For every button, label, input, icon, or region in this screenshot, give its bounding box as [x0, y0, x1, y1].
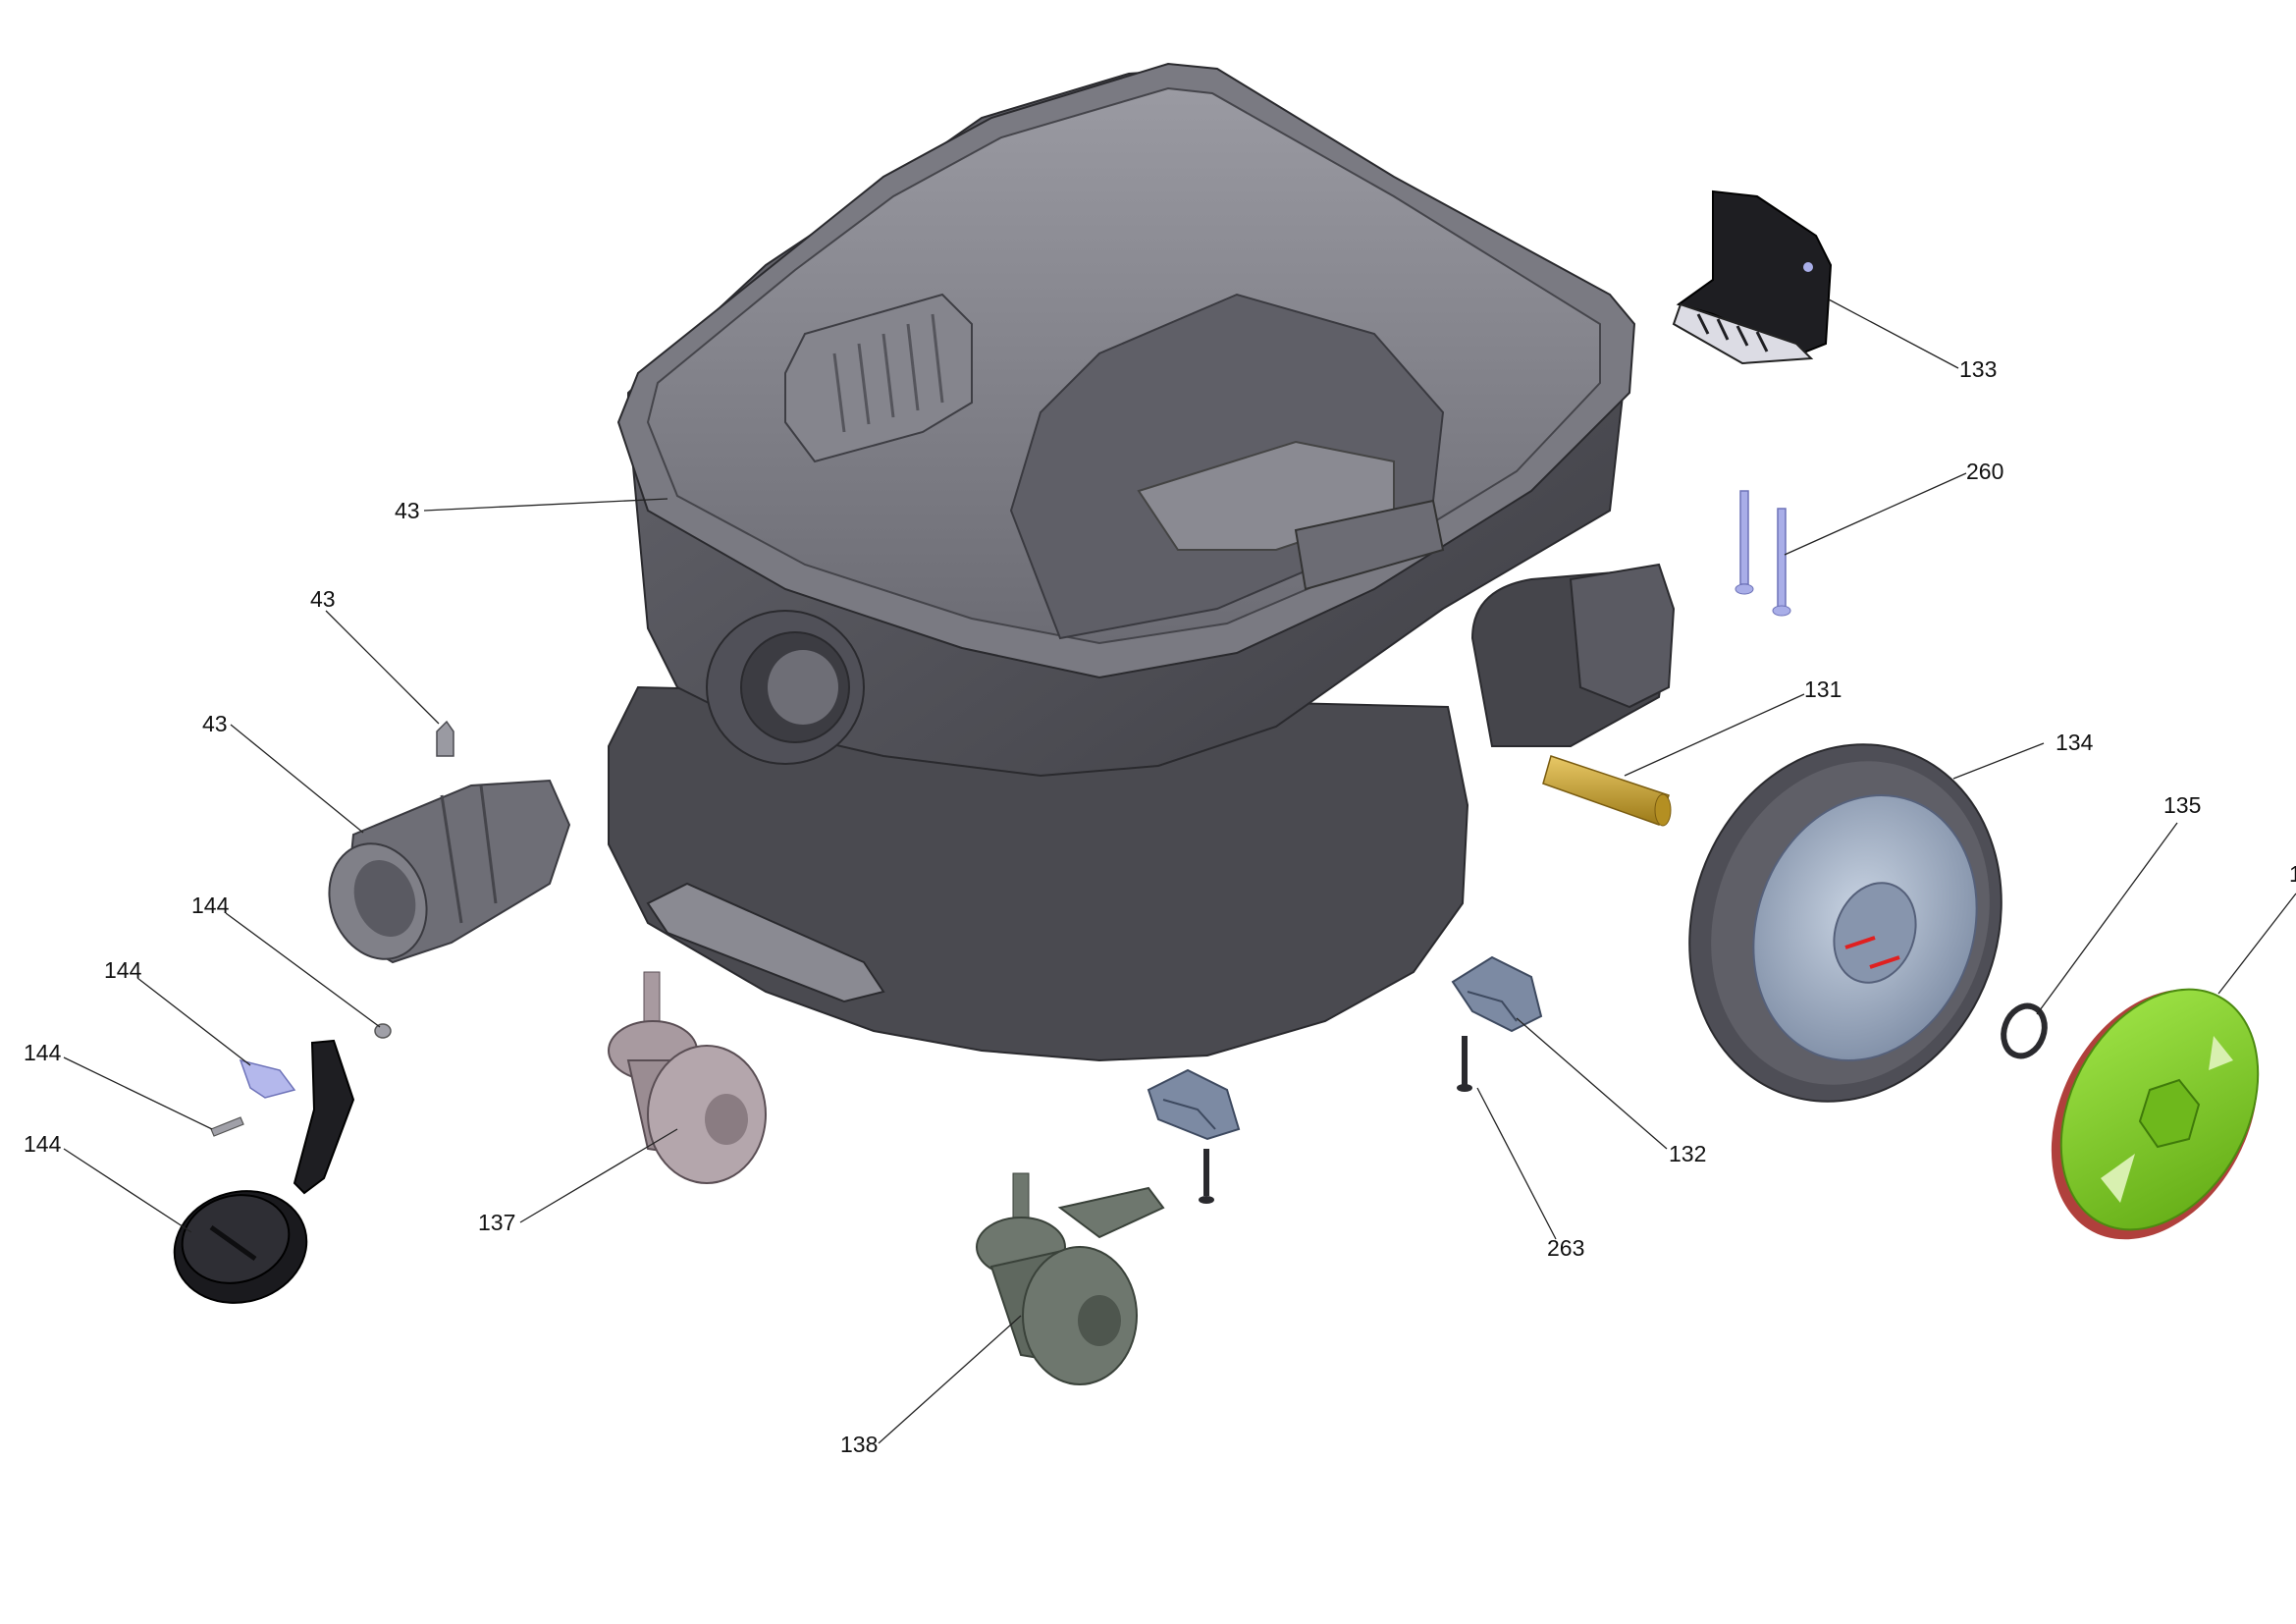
callout-43-coupling: 43 [202, 711, 228, 736]
callout-135: 135 [2163, 792, 2201, 818]
mount-clip-left [1147, 1068, 1241, 1141]
callout-132: 132 [1669, 1141, 1706, 1166]
clip-144 [239, 1058, 296, 1099]
callout-144-screw: 144 [24, 1040, 62, 1065]
pin [436, 720, 454, 757]
callout-43-pin: 43 [310, 586, 336, 612]
nut-144 [374, 1023, 392, 1039]
callout-137: 137 [478, 1210, 515, 1235]
suction-port [706, 610, 865, 765]
callout-136-partial: 1 [2289, 861, 2296, 887]
leader-lines [63, 298, 2296, 1444]
castor-138 [976, 1172, 1165, 1385]
lock-ring-135 [2001, 1002, 2048, 1059]
mount-clip-132 [1451, 955, 1543, 1033]
handle-bracket-133 [1672, 189, 1833, 365]
callout-133: 133 [1959, 356, 1997, 382]
screws-260 [1735, 490, 1791, 617]
callout-144-clip: 144 [104, 957, 142, 983]
callout-131: 131 [1804, 677, 1842, 702]
callout-263: 263 [1547, 1235, 1584, 1261]
callout-260: 260 [1966, 459, 2003, 484]
callout-144-cap: 144 [24, 1131, 62, 1157]
castor-137 [608, 971, 767, 1184]
closure-cap-144 [173, 1039, 355, 1304]
rear-wheel-134 [1688, 743, 2002, 1103]
callout-144-nut: 144 [191, 893, 230, 918]
callout-134: 134 [2056, 730, 2094, 755]
callout-138: 138 [840, 1432, 878, 1457]
screw-263 [1199, 1036, 1472, 1204]
callout-43-container: 43 [395, 498, 420, 523]
axle-131 [1542, 755, 1672, 827]
wheel-cap [2051, 988, 2260, 1240]
screw-144 [210, 1116, 244, 1137]
hose-coupling [328, 779, 571, 964]
container-body [608, 62, 1676, 1062]
